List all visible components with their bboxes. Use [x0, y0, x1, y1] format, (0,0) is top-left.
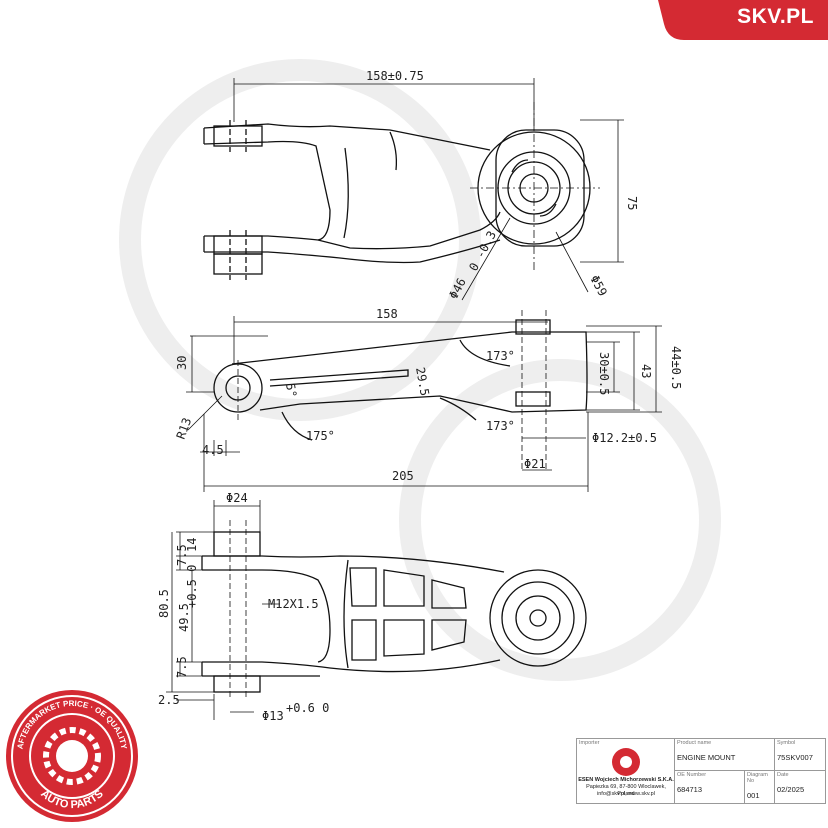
dim-14: 14 [185, 538, 199, 552]
top-view-dims [233, 78, 624, 301]
dim-thread: M12X1.5 [268, 597, 319, 611]
product-name-label: Product name [677, 740, 712, 746]
dim-top-height: 75 [625, 196, 639, 210]
dim-4-5: 4.5 [202, 443, 224, 457]
importer-label: Importer [579, 740, 600, 746]
dim-29-5: 29.5 [413, 366, 432, 397]
importer-address: Papiezka 69, 87-800 Wloclawek, Poland [586, 784, 666, 797]
dim-80-5: 80.5 [157, 589, 171, 618]
dim-angle-173-top: 173° [486, 349, 515, 363]
dim-angle-175: 175° [306, 429, 335, 443]
dim-24: Φ24 [226, 491, 248, 505]
dim-angle-5: 5° [283, 382, 299, 399]
side-view-dims [186, 316, 662, 492]
oe-number: 684713 [677, 785, 703, 794]
brand-logo: SKV.PL [737, 5, 814, 28]
dim-21: Φ21 [524, 457, 546, 471]
dim-2-5: 2.5 [158, 693, 180, 707]
title-block: Importer ESEN Wojciech Michorzewski S.K.… [576, 738, 826, 804]
dim-7-5-bottom: 7.5 [175, 656, 189, 678]
watermark-gear [119, 59, 721, 681]
symbol-cell: Symbol 75SKV007 [775, 739, 825, 771]
dim-side-length: 158 [376, 307, 398, 321]
oe-number-cell: OE Number 684713 [675, 771, 745, 803]
dim-30-tol: 30±0.5 [597, 352, 611, 395]
stamp-center-text: SKV [62, 752, 83, 763]
dim-side-30: 30 [175, 356, 189, 370]
dim-13: Φ13 [262, 709, 284, 723]
product-name: ENGINE MOUNT [677, 753, 736, 762]
date-label: Date [777, 772, 789, 778]
bottom-view-dims [166, 500, 280, 720]
diagram-no: 001 [747, 791, 760, 800]
date-cell: Date 02/2025 [775, 771, 825, 803]
oe-number-label: OE Number [677, 772, 707, 778]
product-name-cell: Product name ENGINE MOUNT [675, 739, 775, 771]
dim-top-length: 158±0.75 [366, 69, 424, 83]
top-view [203, 102, 600, 280]
diagram-no-label: Diagram No [747, 772, 768, 784]
importer-company: ESEN Wojciech Michorzewski S.K.A. [578, 777, 674, 783]
importer-logo [612, 748, 640, 776]
date-value: 02/2025 [777, 785, 805, 794]
dim-13-tol: +0.6 0 [286, 701, 329, 715]
dim-12-2: Φ12.2±0.5 [592, 431, 657, 445]
dim-total-205: 205 [392, 469, 414, 483]
bottom-view [201, 520, 587, 700]
dim-43: 43 [639, 364, 653, 378]
dim-angle-173-bottom: 173° [486, 419, 515, 433]
importer-contact: info@skv.pl, www.skv.pl [597, 791, 655, 797]
brand-tab [658, 0, 828, 40]
diagram-no-cell: Diagram No 001 [745, 771, 775, 803]
skv-stamp: AFTERMARKET PRICE · OE QUALITY AUTO PART… [6, 690, 138, 822]
symbol-value: 75SKV007 [777, 753, 813, 762]
symbol-label: Symbol [777, 740, 796, 746]
dim-7-5-top: 7.5 [175, 544, 189, 566]
importer-cell: Importer ESEN Wojciech Michorzewski S.K.… [577, 739, 675, 803]
dim-44-tol: 44±0.5 [669, 346, 683, 389]
dim-outer-dia: Φ59 [587, 273, 610, 299]
dim-r13: R13 [174, 416, 195, 441]
dim-49-5-tol: +0.5 0 [185, 565, 199, 608]
dim-49-5: 49.5 [177, 603, 191, 632]
